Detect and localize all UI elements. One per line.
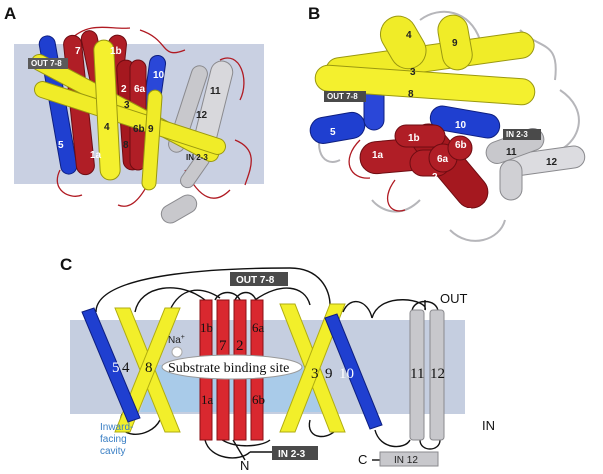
panel-b-num-1b: 1b — [408, 133, 420, 144]
panel-a-num-9: 9 — [148, 124, 154, 135]
substrate-binding-site — [161, 354, 303, 380]
helix-c-10-bar — [324, 313, 383, 430]
panel-b-num-6a: 6a — [437, 154, 449, 165]
panel-a-num-12: 12 — [196, 110, 208, 121]
panel-b-tag-out78-text: OUT 7-8 — [327, 92, 358, 101]
panel-a-num-6a: 6a — [134, 84, 146, 95]
panel-a-tag-out78 — [28, 58, 68, 69]
panel-b-num-11: 11 — [506, 147, 517, 158]
panel-a-num-2: 2 — [121, 84, 127, 95]
panel-b: B OUT 7-8 IN 2-3 1a 1b 2 3 4 5 — [308, 4, 586, 242]
helix-b-10 — [429, 105, 501, 139]
helix-a-grey-extra — [160, 194, 198, 224]
helix-c-3: 3 — [311, 366, 319, 382]
helix-b-6b — [447, 135, 473, 161]
panel-a-num-4: 4 — [104, 122, 110, 133]
panel-b-num-3: 3 — [410, 67, 416, 78]
panel-a-num-8: 8 — [123, 140, 129, 151]
helix-a-8 — [34, 81, 226, 155]
panel-b-num-12: 12 — [546, 157, 558, 168]
panel-a-tag-out78-text: OUT 7-8 — [31, 59, 62, 68]
panel-b-loops-grey — [318, 10, 580, 242]
side-out-label: OUT — [440, 291, 468, 306]
panel-b-num-8: 8 — [408, 89, 414, 100]
helix-c-12-bar — [429, 309, 445, 441]
panel-a-tag-in23-text: IN 2-3 — [186, 153, 208, 162]
panel-b-label: B — [308, 4, 320, 23]
panel-c-tag-in12 — [379, 451, 439, 467]
cavity-label-3: cavity — [100, 446, 126, 457]
helix-b-8 — [314, 64, 536, 106]
helix-c-4: 4 — [122, 360, 130, 376]
helix-c-6a: 6a — [252, 320, 265, 335]
helix-b-9 — [437, 14, 473, 71]
panel-a-num-6b: 6b — [133, 124, 145, 135]
panel-c-tag-in23-text: IN 2-3 — [278, 449, 306, 460]
substrate-binding-site-label: Substrate binding site — [168, 361, 289, 376]
helix-c-5-bar — [81, 307, 141, 423]
helix-c-11-bar — [409, 309, 425, 441]
panel-a-num-3: 3 — [124, 100, 130, 111]
helix-b-grey-extra — [499, 159, 523, 201]
helix-b-1b — [394, 124, 446, 148]
helix-c-1b: 1b — [200, 320, 213, 335]
panel-c-label: C — [60, 255, 72, 274]
helix-b-5 — [309, 111, 366, 144]
helix-b-4 — [380, 15, 427, 70]
panel-c: C — [60, 255, 495, 473]
panel-c-tag-out78-text: OUT 7-8 — [236, 275, 275, 286]
panel-a-num-1b: 1b — [110, 46, 122, 57]
panel-c-tag-in12-text: IN 12 — [394, 455, 418, 466]
panel-b-num-6b: 6b — [455, 140, 467, 151]
n-terminus-label: N — [240, 458, 249, 473]
panel-a-num-10: 10 — [153, 70, 165, 81]
helix-a-9 — [141, 89, 163, 191]
helix-c-12: 12 — [430, 366, 445, 382]
panel-b-num-2: 2 — [432, 172, 438, 183]
helix-c-6b: 6b — [252, 392, 265, 407]
panel-b-num-4: 4 — [406, 30, 412, 41]
helix-c-11: 11 — [410, 366, 424, 382]
helix-c-8: 8 — [145, 360, 153, 376]
panel-b-loops-red — [348, 139, 406, 212]
panel-a-label: A — [4, 4, 16, 23]
panel-b-num-10: 10 — [455, 120, 467, 131]
panel-b-num-5: 5 — [330, 127, 336, 138]
panel-a: A OUT 7-8 IN 2-3 1a 1b 2 — [4, 4, 264, 224]
panel-a-loops — [56, 26, 252, 207]
panel-b-tag-in23-text: IN 2-3 — [506, 130, 528, 139]
helix-c-7: 7 — [219, 338, 227, 354]
panel-a-num-7: 7 — [75, 46, 81, 57]
sodium-label: Na+ — [168, 334, 185, 346]
helix-c-5: 5 — [112, 360, 120, 376]
cavity-label-1: Inward- — [100, 422, 133, 433]
helix-c-2: 2 — [236, 338, 244, 354]
panel-b-num-9: 9 — [452, 38, 458, 49]
helix-c-9: 9 — [325, 366, 333, 382]
side-in-label: IN — [482, 418, 495, 433]
panel-a-num-5: 5 — [58, 140, 64, 151]
panel-b-tag-out78 — [324, 91, 366, 102]
panel-c-tag-in23 — [272, 446, 318, 460]
helix-c-9-bar — [279, 303, 346, 433]
panel-a-num-11: 11 — [210, 86, 221, 97]
panel-b-tag-in23 — [503, 129, 541, 140]
panel-a-num-1a: 1a — [90, 150, 102, 161]
panel-b-num-1a: 1a — [372, 150, 384, 161]
helix-c-1a: 1a — [201, 392, 214, 407]
helix-c-10: 10 — [339, 366, 354, 382]
sodium-ion — [171, 346, 183, 358]
cavity-label-2: facing — [100, 434, 127, 445]
c-terminus-label: C — [358, 452, 367, 467]
panel-c-tag-out78 — [230, 272, 288, 286]
panel-b-num-7: 7 — [466, 207, 472, 218]
helix-a-4 — [93, 39, 121, 181]
